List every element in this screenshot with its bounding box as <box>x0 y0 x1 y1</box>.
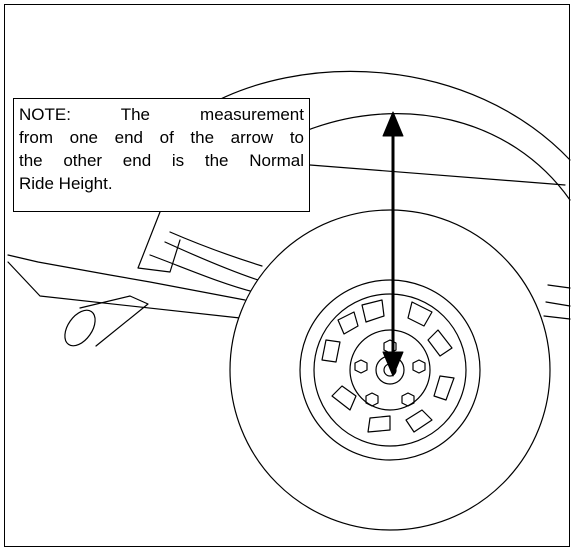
wheel-vents <box>321 299 455 433</box>
arrow-head-bottom <box>382 351 404 377</box>
right-rail-top <box>547 284 571 289</box>
right-rail-bottom <box>545 301 571 307</box>
frame-rail-third <box>149 254 255 293</box>
exhaust-pipe-end <box>64 309 96 347</box>
right-rail-third <box>543 315 571 320</box>
exhaust-pipe <box>79 295 149 347</box>
fender-outer-arc <box>199 70 571 161</box>
note-line-3: the other end is the Normal <box>19 151 304 170</box>
wheel-hub-ring <box>349 329 431 411</box>
body-line <box>309 164 566 186</box>
ride-height-arrow <box>382 111 404 377</box>
diagram-frame <box>4 4 570 547</box>
note-callout: NOTE: The measurement from one end of th… <box>13 98 310 212</box>
control-arm-bracket <box>137 211 181 273</box>
lower-body-panel <box>7 254 246 301</box>
wheel-rim <box>313 293 467 447</box>
arrow-head-top <box>382 111 404 137</box>
fender-inner-arc <box>307 113 571 201</box>
tire-sidewall <box>299 279 481 461</box>
frame-rail-lower <box>164 241 259 281</box>
frame-rail-upper <box>169 231 263 267</box>
note-line-1: NOTE: The measurement <box>19 105 304 124</box>
lower-body-panel-edge <box>7 261 241 319</box>
note-line-4: Ride Height. <box>19 174 113 193</box>
note-line-2: from one end of the arrow to <box>19 128 304 147</box>
